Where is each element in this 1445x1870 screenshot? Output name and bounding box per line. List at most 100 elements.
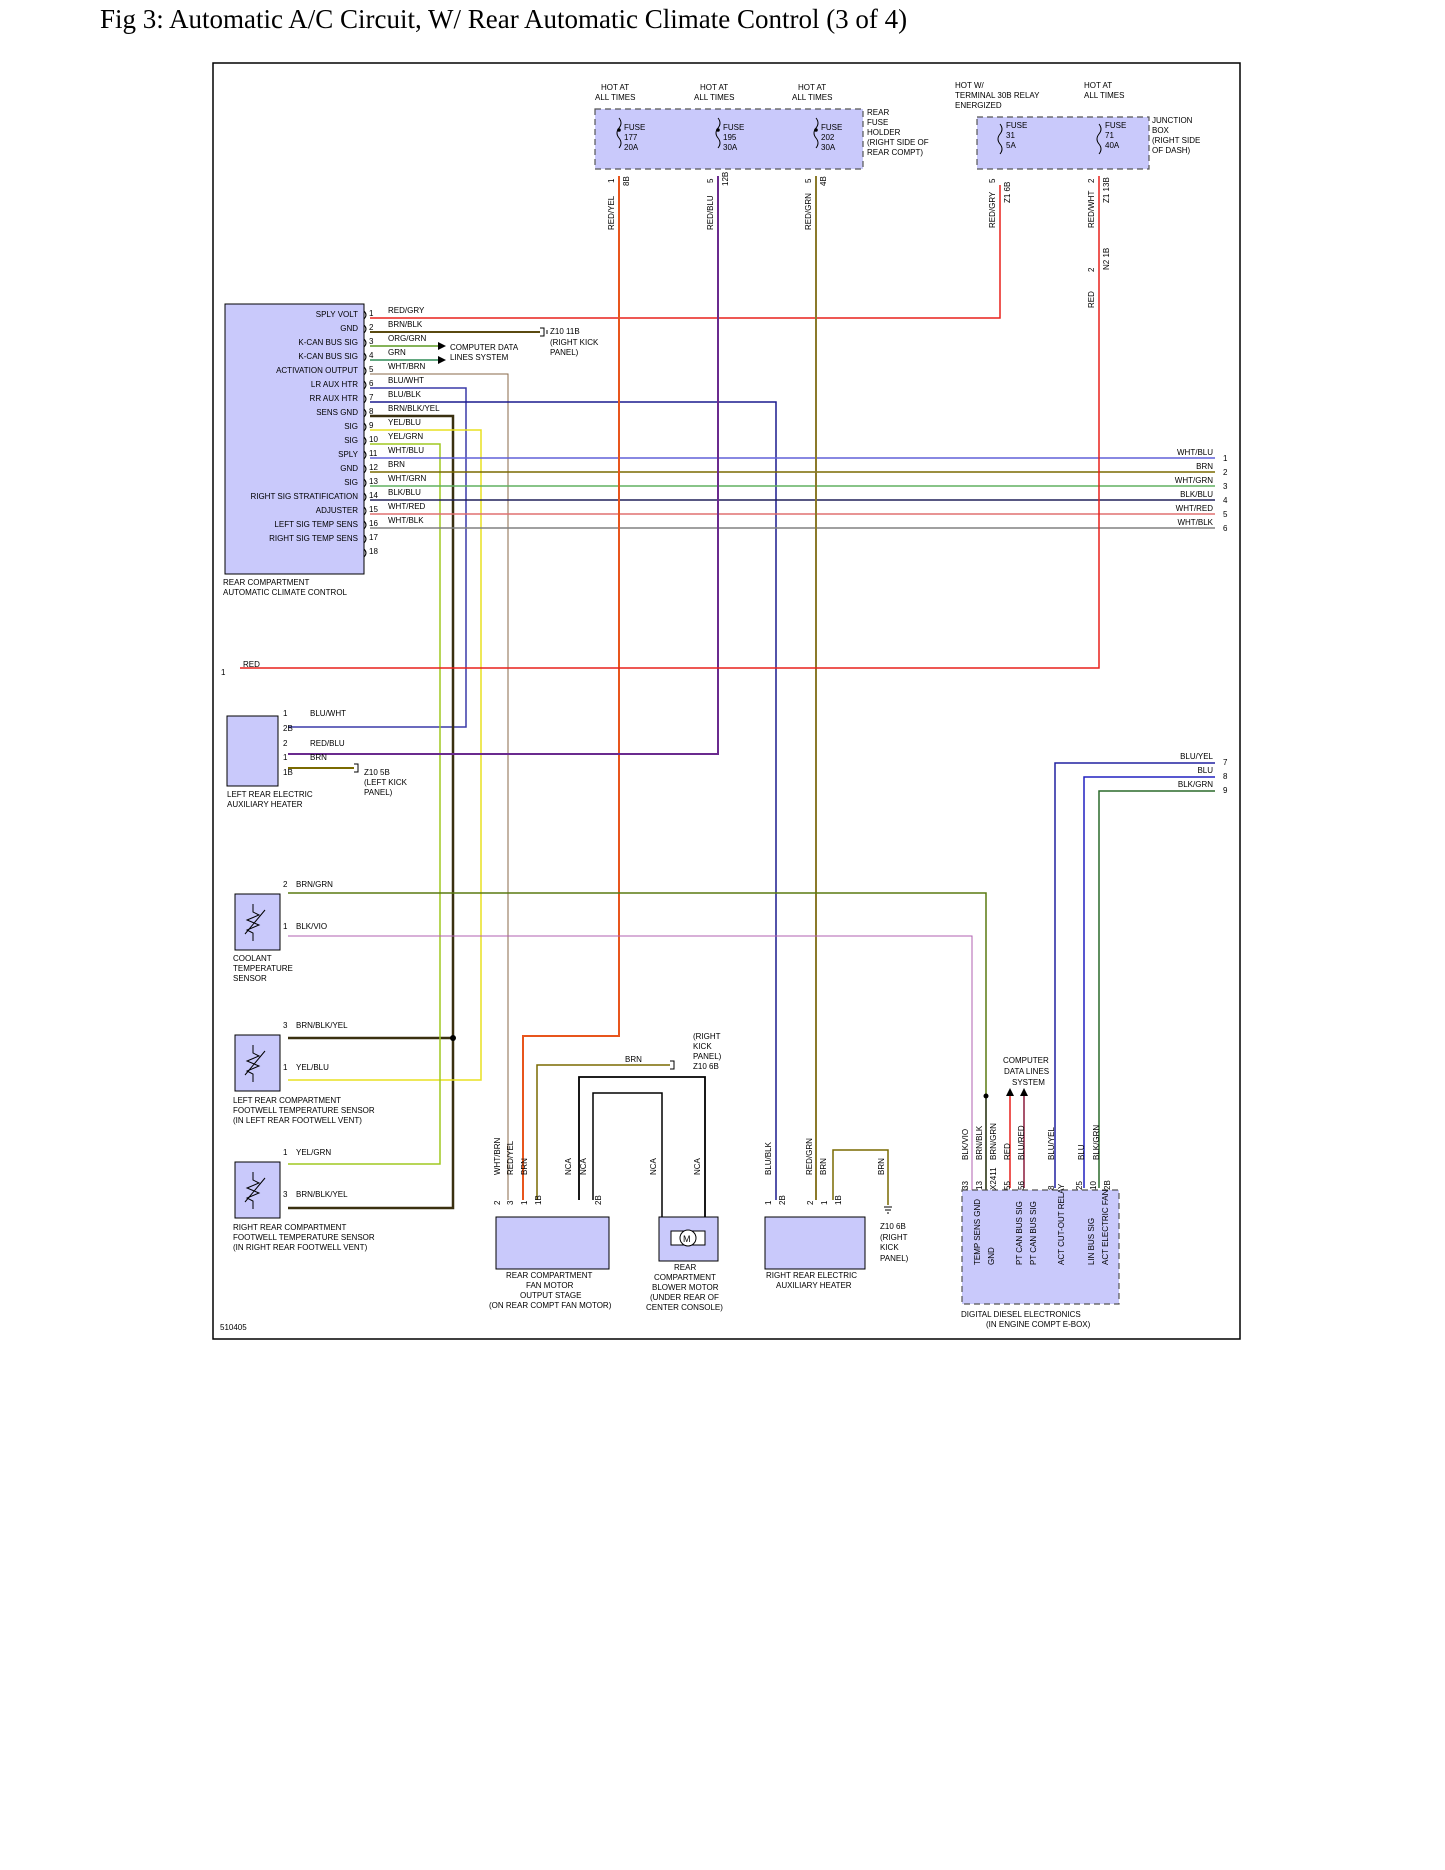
connector-icon [363,464,367,474]
right-heater-pin: 1B [834,1195,843,1205]
edge-wire-label: BLU/YEL [1180,752,1213,761]
dde-pin-label: GND [987,1247,996,1265]
connector-icon [363,408,367,418]
right-footwell-sensor: RIGHT REAR COMPARTMENT FOOTWELL TEMPERAT… [233,1161,375,1252]
edge-wire-label: WHT/BLK [1177,518,1213,527]
module-wire-label: WHT/GRN [388,474,426,483]
svg-text:REAR COMPT): REAR COMPT) [867,148,923,157]
fuse-hot-label: ALL TIMES [792,93,832,102]
dde-pin: 2B [1103,1180,1112,1190]
module-pin-label: ADJUSTER [316,506,358,515]
svg-text:KICK: KICK [693,1042,712,1051]
connector-icon [363,520,367,530]
module-pin-number: 6 [369,379,374,388]
fuse-name: FUSE [821,123,842,132]
module-wire-label: BLU/WHT [388,376,424,385]
fuse-hot-label: HOT AT [1084,81,1112,90]
module-pin-label: SIG [344,422,358,431]
svg-text:FUSE: FUSE [867,118,888,127]
right-heater-wire-label: RED/GRN [805,1138,814,1175]
fuse-number: 71 [1105,131,1114,140]
fuse-hot-label: HOT AT [601,83,629,92]
dde-wire-label: RED [1003,1143,1012,1160]
module-wire-label: ORG/GRN [388,334,426,343]
module-pin-label: ACTIVATION OUTPUT [276,366,358,375]
fuse-name: FUSE [624,123,645,132]
svg-text:RIGHT REAR ELECTRIC: RIGHT REAR ELECTRIC [766,1271,857,1280]
svg-text:FOOTWELL TEMPERATURE SENSOR: FOOTWELL TEMPERATURE SENSOR [233,1233,375,1242]
fuse-number: 177 [624,133,638,142]
svg-text:LEFT REAR COMPARTMENT: LEFT REAR COMPARTMENT [233,1096,341,1105]
fuse-name: FUSE [1006,121,1027,130]
left-footwell-sensor: LEFT REAR COMPARTMENT FOOTWELL TEMPERATU… [233,1034,375,1125]
sensor-pin-number: 1 [283,922,288,931]
fan-pin: 2B [594,1195,603,1205]
fan-wire-label: NCA [564,1157,573,1175]
module-pin-number: 13 [369,477,378,486]
fuse-wire-label: RED/YEL [607,195,616,230]
fuse-amperage: 20A [624,143,639,152]
n2-wire-label: RED [1087,291,1096,308]
edge-wire-number: 9 [1223,786,1228,795]
svg-text:(RIGHT: (RIGHT [693,1032,721,1041]
connector-icon [363,548,367,558]
dde-pin-label: ACT CUT-OUT RELAY [1057,1183,1066,1265]
fan-pin: 1B [534,1195,543,1205]
connector-icon [363,506,367,516]
wire-yel-grn [288,443,441,1165]
svg-text:LEFT REAR ELECTRIC: LEFT REAR ELECTRIC [227,790,313,799]
wire-wht-brn [370,373,509,1200]
ground-icon [354,763,359,773]
heater-pin-number: 1 [283,753,288,762]
right-rear-heater: RIGHT REAR ELECTRIC AUXILIARY HEATER Z10… [764,1216,909,1290]
sensor-pin-number: 1 [283,1063,288,1072]
heater-wire-label: BRN [310,753,327,762]
svg-text:TEMPERATURE: TEMPERATURE [233,964,293,973]
module-pin-label: SIG [344,436,358,445]
edge-wire-label: WHT/BLU [1177,448,1213,457]
ground-z10-6b-fan: (RIGHT KICK PANEL) Z10 6B [693,1032,722,1071]
sensor-wire-label: YEL/BLU [296,1063,329,1072]
svg-text:REAR: REAR [867,108,889,117]
diagram-frame [212,62,1241,1340]
module-wire-label: BLK/BLU [388,488,421,497]
module-pin-label: K-CAN BUS SIG [298,338,358,347]
svg-text:Z10 6B: Z10 6B [880,1222,906,1231]
n2-pin: 2 [1087,267,1096,272]
module-pin-label: RIGHT SIG STRATIFICATION [250,492,358,501]
sensor-wire-label: BRN/BLK/YEL [296,1021,348,1030]
wire-nca [578,1076,706,1220]
fuse-number: 31 [1006,131,1015,140]
rear-climate-control-module: REAR COMPARTMENT AUTOMATIC CLIMATE CONTR… [223,303,365,597]
dde-wire-label: BRN/BLK [975,1125,984,1160]
right-heater-pin: 1 [820,1200,829,1205]
wire-red-blu [288,176,719,755]
dde-wire-label: BLU/YEL [1047,1127,1056,1160]
fuse-pin: 5 [804,178,813,183]
svg-text:OUTPUT STAGE: OUTPUT STAGE [520,1291,582,1300]
edge-wire-number: 6 [1223,524,1228,533]
arrow-icon [1006,1088,1014,1096]
right-heater-pin: 1 [764,1200,773,1205]
svg-text:RIGHT REAR COMPARTMENT: RIGHT REAR COMPARTMENT [233,1223,346,1232]
svg-text:PANEL): PANEL) [693,1052,722,1061]
edge-wire-label: BLK/BLU [1180,490,1213,499]
dde-wire-label: BLU [1077,1144,1086,1160]
edge-wire-label: BRN [1196,462,1213,471]
fuse-hot-label: HOT AT [798,83,826,92]
sensor-wire-label: BLK/VIO [296,922,327,931]
module-pin-number: 17 [369,533,378,542]
module-wire-label: BRN/BLK [388,320,423,329]
fuse-name: FUSE [723,123,744,132]
fuse-wire-label: RED/GRY [988,191,997,228]
module-pin-label: K-CAN BUS SIG [298,352,358,361]
diagram-id: 510405 [220,1323,247,1332]
connector-icon [363,450,367,460]
red-wire-num: 1 [221,668,226,677]
edge-wire-number: 3 [1223,482,1228,491]
svg-text:COMPUTER DATA: COMPUTER DATA [450,343,519,352]
ground-z10-11b: Z10 11B (RIGHT KICK PANEL) [550,327,599,357]
heater-connector: 2B [283,724,293,733]
module-pin-number: 2 [369,323,374,332]
sensor-wire-label: YEL/GRN [296,1148,331,1157]
